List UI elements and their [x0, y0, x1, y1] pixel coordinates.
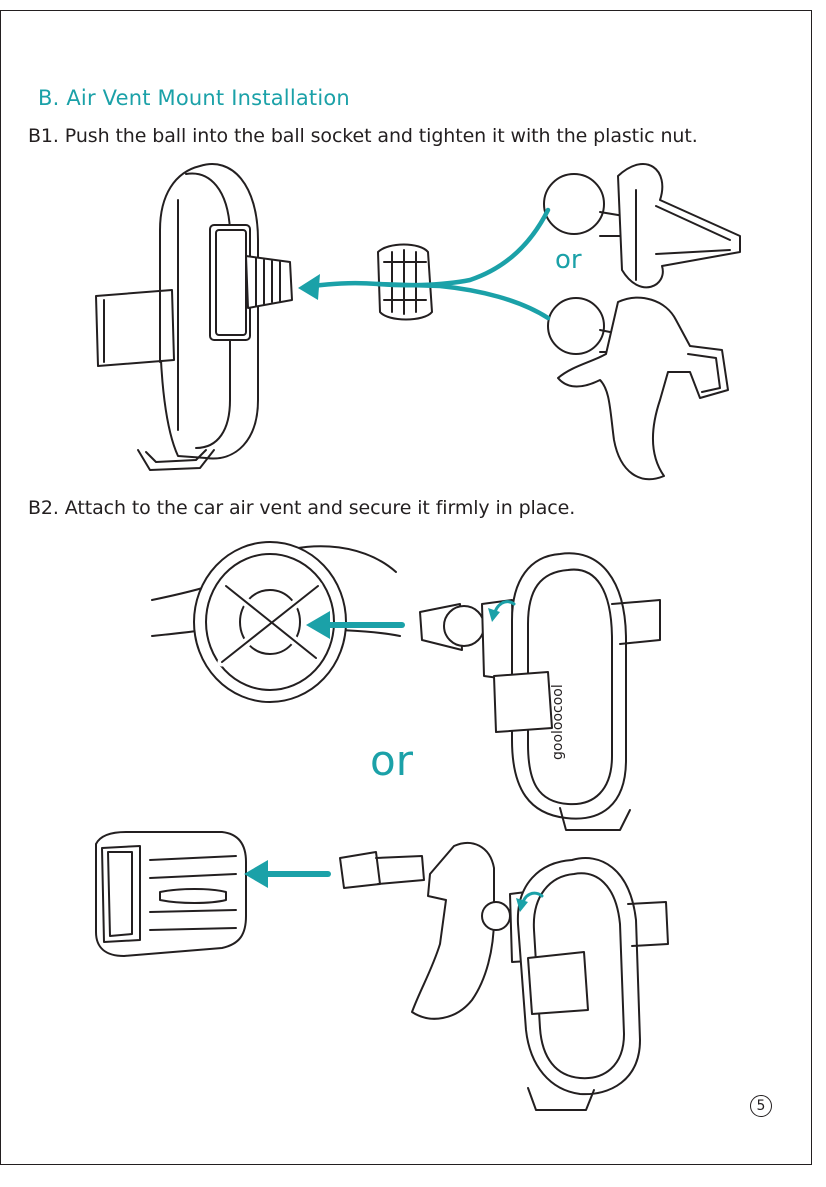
plastic-nut-illustration: [378, 245, 432, 320]
page-number: 5: [750, 1095, 772, 1117]
holder-with-round-vent-clip-illustration: gooloocool: [420, 553, 660, 830]
arrow-head-rect-vent: [244, 860, 268, 888]
rectangular-air-vent-illustration: [96, 832, 246, 956]
or-label-b2: or: [370, 736, 413, 785]
arrow-shaft-b1: [312, 283, 378, 286]
holder-with-rectangular-vent-clip-illustration: [340, 843, 668, 1110]
phone-holder-side-illustration: [96, 164, 292, 470]
vent-clip-option-bottom-illustration: [548, 298, 728, 479]
brand-mark: gooloocool: [550, 684, 566, 760]
or-label-b1: or: [555, 245, 582, 275]
installation-illustrations: gooloocool: [0, 0, 812, 1165]
arrow-head-b1: [298, 274, 320, 300]
